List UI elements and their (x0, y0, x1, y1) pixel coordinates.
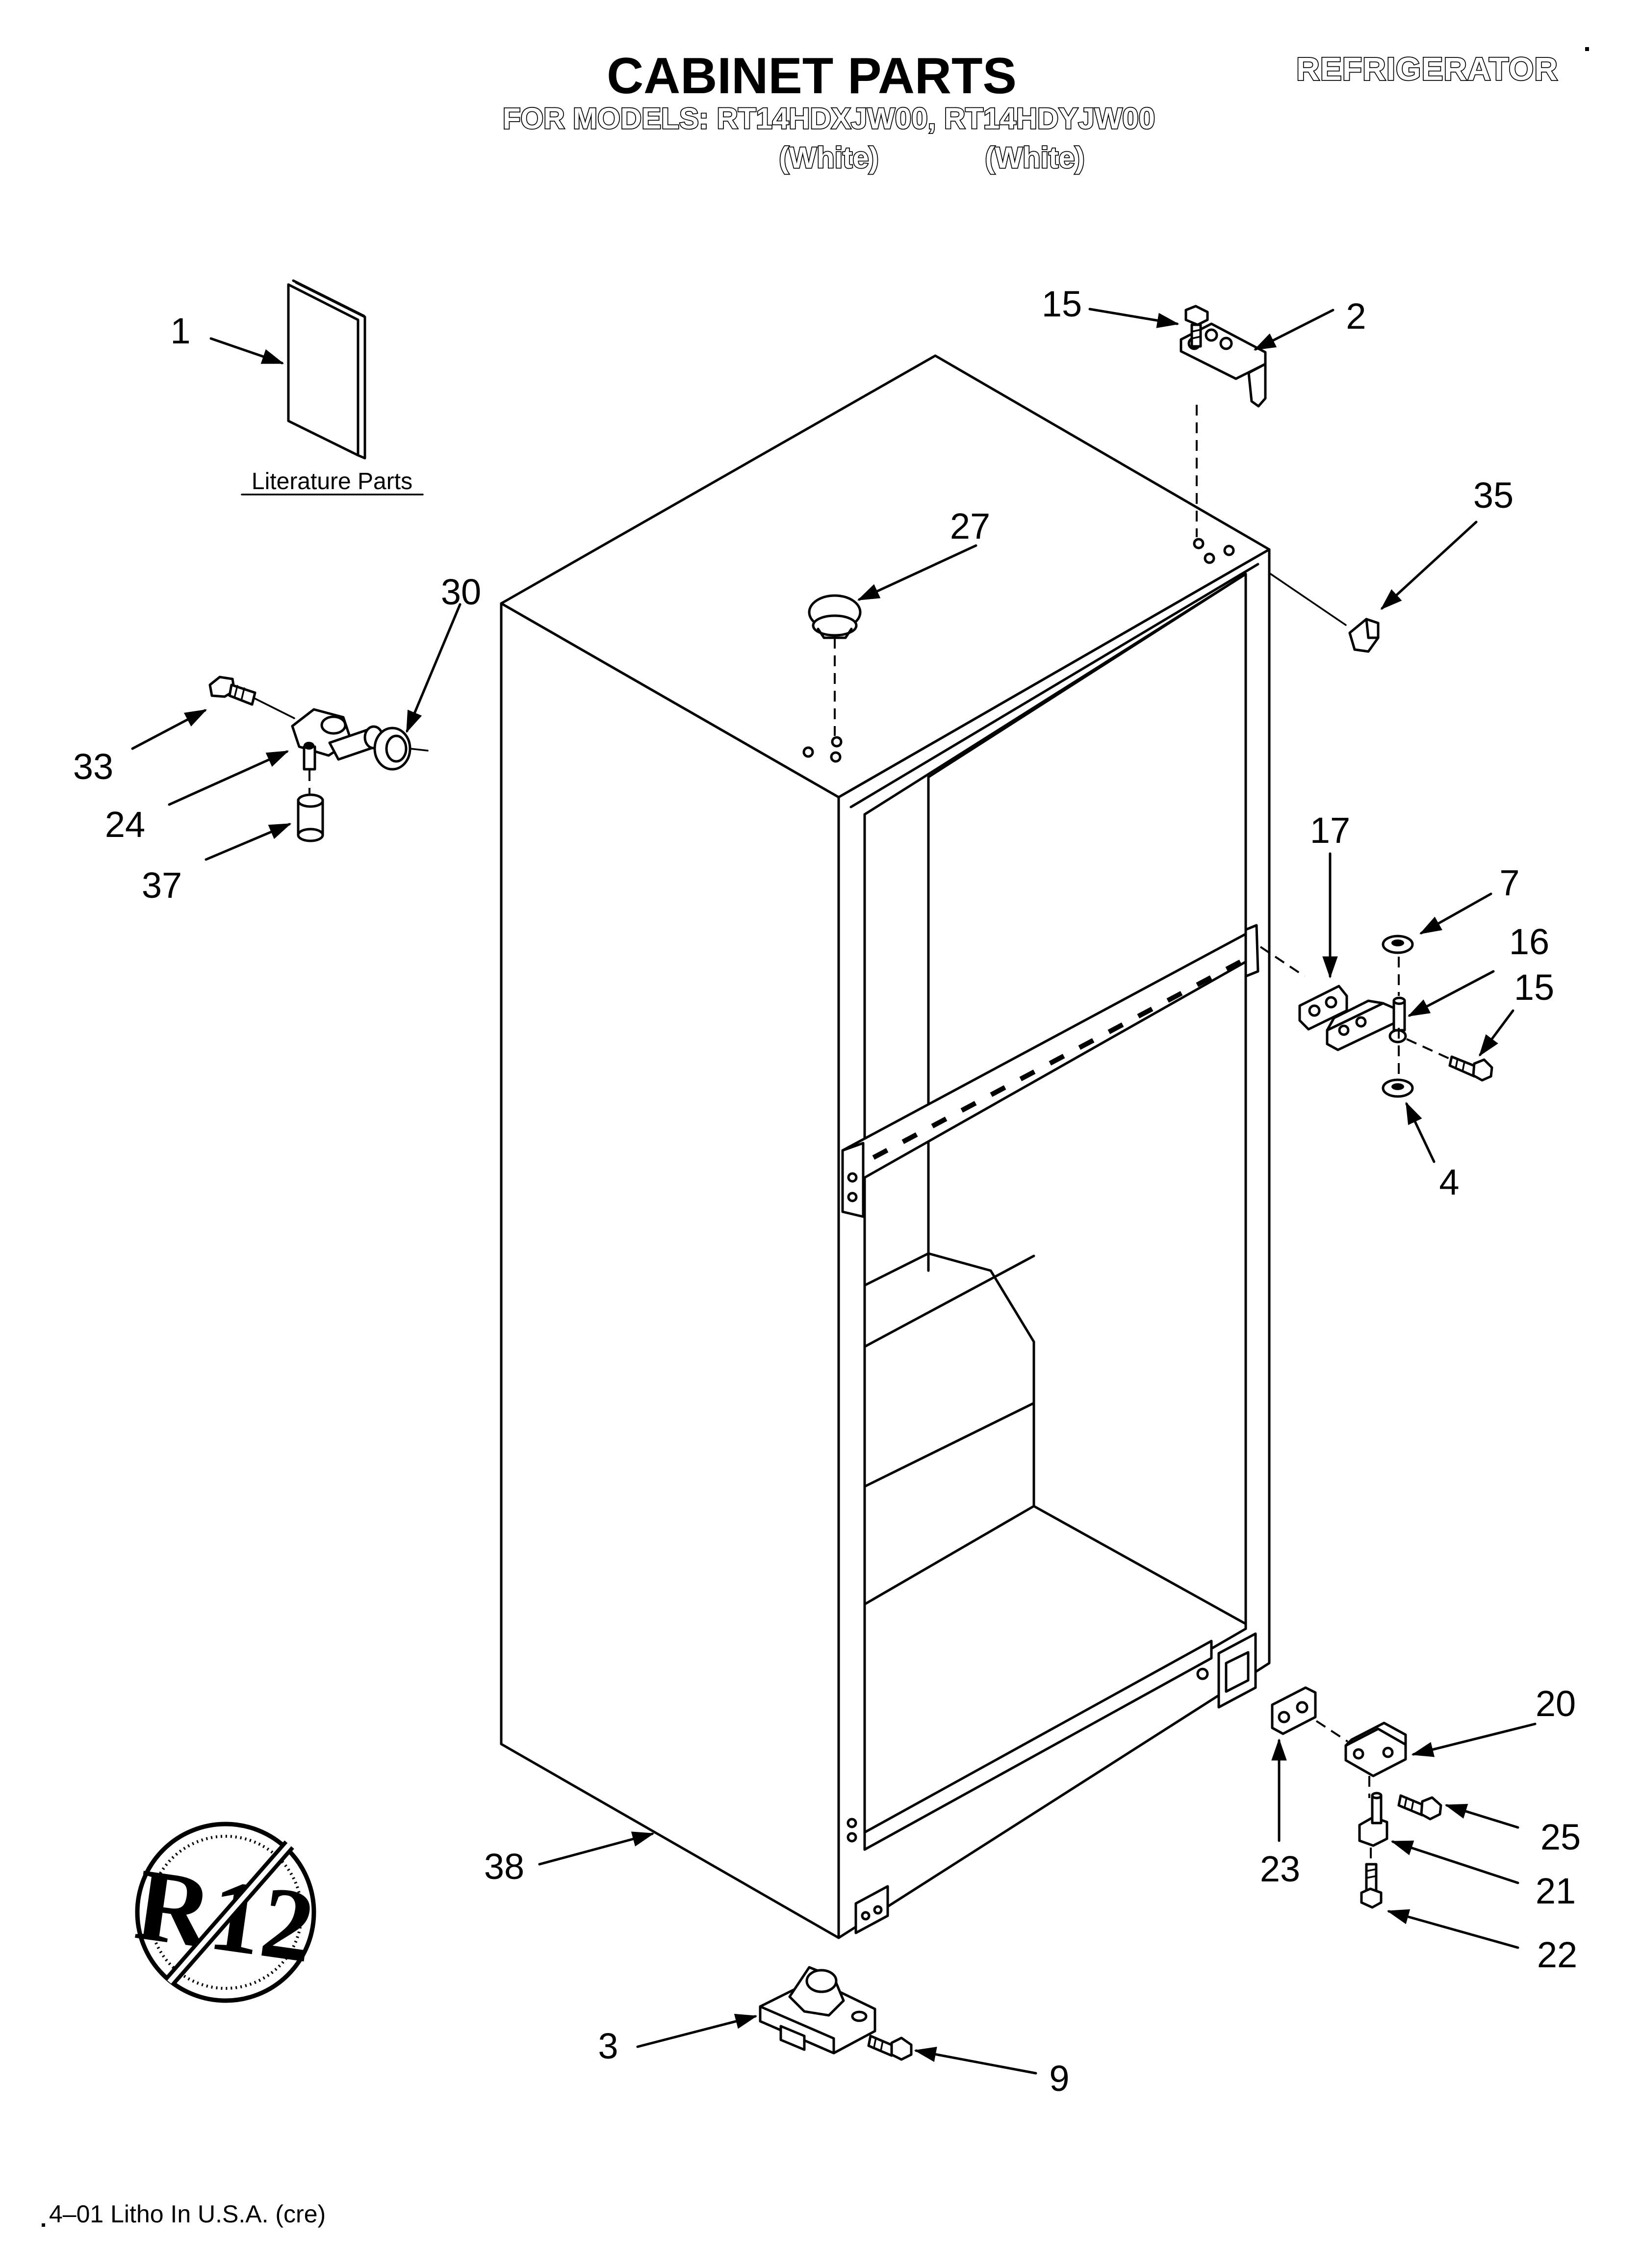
callout-16: 16 (1509, 921, 1549, 962)
bottom-right-hinge-assembly (1271, 1686, 1442, 1909)
center-hinge-assembly (1259, 935, 1493, 1098)
model-color-right: (White) (985, 141, 1084, 174)
callout-25: 25 (1540, 1817, 1581, 1857)
hinge-screw-9 (867, 2034, 913, 2061)
hinge-screw-left (208, 676, 257, 706)
callout-21: 21 (1536, 1871, 1576, 1911)
literature-label: Literature Parts (252, 469, 412, 495)
callout-7: 7 (1499, 862, 1519, 903)
callout-23: 23 (1260, 1849, 1300, 1889)
header: CABINET PARTS FOR MODELS: RT14HDXJW00, R… (502, 47, 1589, 175)
literature-part: Literature Parts (241, 279, 424, 495)
model-color-left: (White) (779, 141, 878, 174)
callout-9: 9 (1049, 2058, 1069, 2099)
footer-mark (42, 2223, 45, 2227)
callout-27: 27 (950, 506, 990, 547)
corner-mark (1585, 47, 1589, 51)
page-title: CABINET PARTS (607, 48, 1017, 104)
left-hinge-assembly (208, 676, 429, 842)
footer-text: 4–01 Litho In U.S.A. (cre) (49, 2200, 326, 2228)
callout-2: 2 (1346, 296, 1366, 337)
hinge-screw-22 (1360, 1863, 1383, 1909)
callout-numbers: 1 15 2 35 27 30 33 24 37 17 7 16 15 4 20… (73, 284, 1581, 2099)
callout-15-middle: 15 (1514, 967, 1554, 1008)
callout-3: 3 (598, 2026, 618, 2066)
callout-38: 38 (484, 1846, 524, 1887)
callout-1: 1 (170, 311, 190, 351)
bottom-left-hinge-assembly (759, 1966, 913, 2061)
callout-30: 30 (441, 572, 481, 612)
callout-33: 33 (73, 746, 113, 787)
callout-20: 20 (1536, 1683, 1576, 1724)
top-hinge-cover (1268, 572, 1380, 653)
hinge-screw-25 (1397, 1794, 1442, 1821)
callout-22: 22 (1537, 1934, 1577, 1975)
callout-24: 24 (105, 804, 145, 845)
cabinet-shell (500, 354, 1271, 1939)
callout-35: 35 (1473, 475, 1514, 516)
divider-slots (872, 960, 1242, 1160)
product-category: REFRIGERATOR (1296, 51, 1558, 87)
callout-4: 4 (1439, 1162, 1459, 1202)
callout-17: 17 (1310, 810, 1350, 851)
no-r12-badge: R12 (129, 1822, 321, 2003)
leader-lines (131, 308, 1537, 2075)
callout-37: 37 (142, 865, 182, 906)
hinge-screw-middle (1448, 1055, 1493, 1082)
models-line: FOR MODELS: RT14HDXJW00, RT14HDYJW00 (503, 102, 1155, 135)
callout-15-top: 15 (1042, 284, 1082, 324)
hinge-screw-top (1184, 305, 1209, 348)
top-hinge-assembly (1180, 305, 1267, 537)
footer: 4–01 Litho In U.S.A. (cre) (42, 2200, 326, 2228)
top-plug (808, 594, 862, 736)
